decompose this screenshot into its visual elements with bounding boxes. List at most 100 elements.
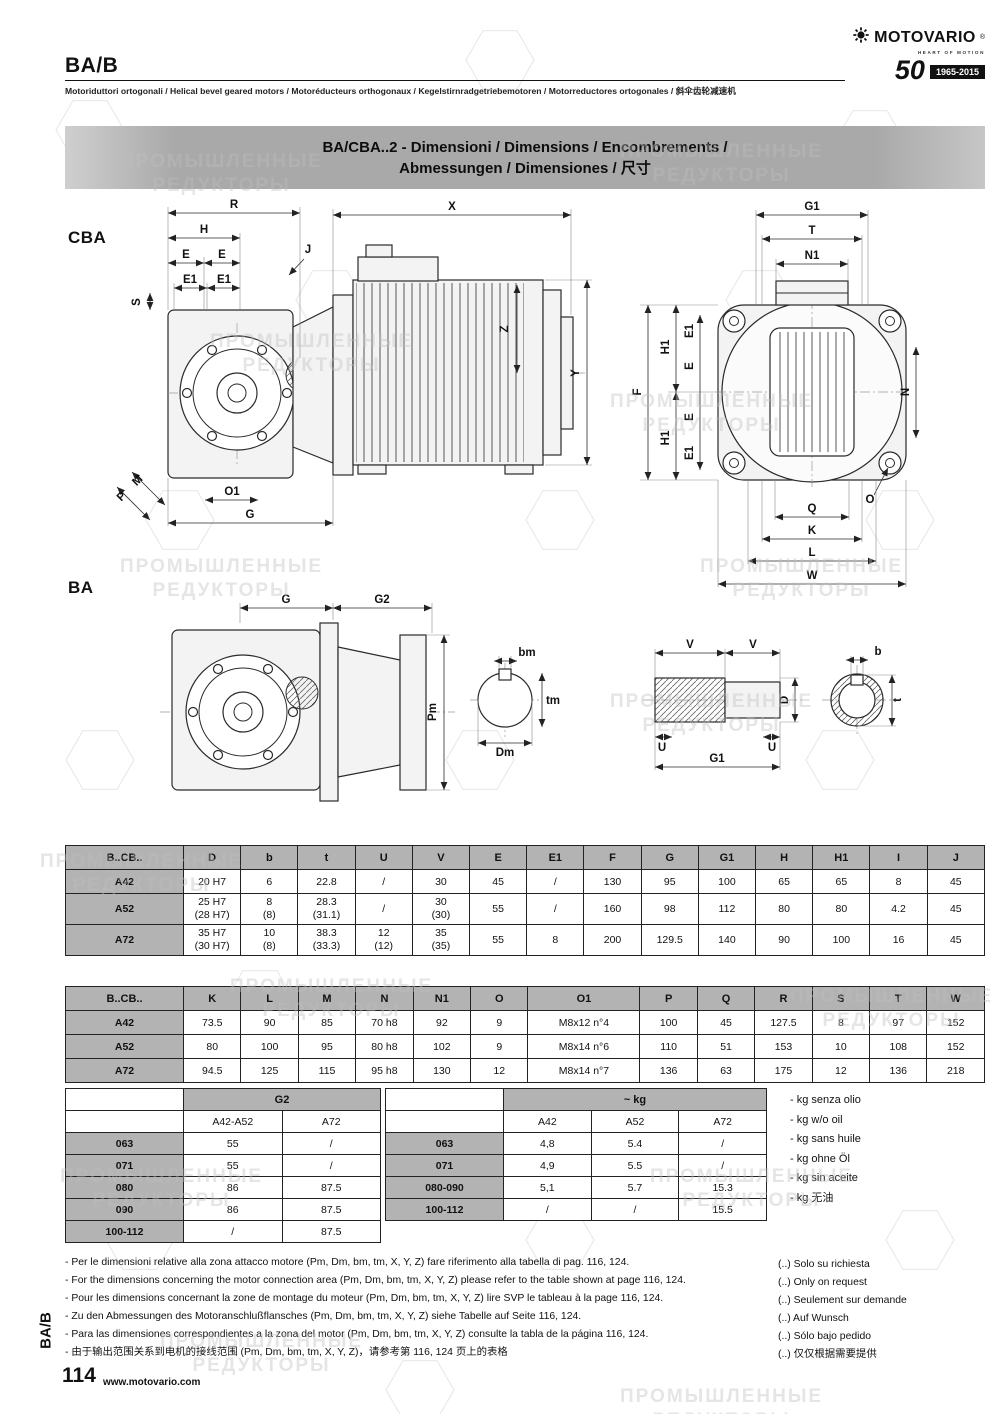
column-header: U — [354, 845, 413, 870]
table-cell: 73.5 — [182, 1010, 242, 1035]
table-cell: 65 — [755, 869, 814, 894]
cell-value-alt: (8) — [262, 940, 276, 952]
table-cell: 5.5 — [590, 1154, 680, 1177]
table-cell: 8 — [526, 924, 585, 956]
row-label: A42 — [65, 869, 184, 894]
row-label: 063 — [385, 1132, 504, 1155]
column-header: b — [240, 845, 299, 870]
dim-label-Y: Y — [570, 369, 582, 377]
dim-label-D: D — [779, 696, 791, 704]
table-cell: 98 — [640, 893, 699, 925]
kg-note-line: - kg sin aceite — [790, 1172, 858, 1184]
kg-note-line: - kg senza olio — [790, 1094, 861, 1106]
table-title: G2 — [183, 1088, 381, 1111]
column-header: H1 — [812, 845, 871, 870]
table-cell: 86 — [183, 1176, 283, 1199]
footnote-line: - Zu den Abmessungen des Motoranschlußfl… — [65, 1311, 582, 1322]
column-header: E — [469, 845, 528, 870]
dim-label-bm: bm — [518, 647, 535, 659]
cell-value-alt: (33.3) — [312, 940, 341, 952]
row-label: 063 — [65, 1132, 184, 1155]
column-header: H — [755, 845, 814, 870]
dim-label-U: U — [658, 742, 666, 754]
column-header: G1 — [697, 845, 757, 870]
motor-flange — [332, 294, 354, 476]
column-header: A72 — [678, 1110, 767, 1133]
registered-mark: ® — [979, 34, 985, 41]
ba-side-view — [160, 622, 455, 802]
table-cell: 90 — [240, 1010, 299, 1035]
dim-label-S: S — [131, 298, 143, 306]
brand-tagline: HEART OF MOTION — [917, 50, 985, 55]
dim-label-Z: Z — [499, 325, 511, 332]
dim-label-T: T — [808, 225, 815, 237]
dim-label-L: L — [808, 547, 815, 559]
table-cell: 94.5 — [182, 1058, 242, 1083]
table-cell: / — [526, 869, 585, 894]
dim-label-Q: Q — [808, 503, 817, 515]
request-note-line: (..) 仅仅根据需要提供 — [778, 1349, 877, 1360]
column-header: R — [754, 986, 813, 1011]
table-cell: 4,9 — [503, 1154, 592, 1177]
table-cell: 12 — [470, 1058, 529, 1083]
table-cell: 30 — [411, 869, 471, 894]
table-cell: 129.5 — [640, 924, 699, 956]
table-cell: / — [678, 1132, 767, 1155]
table-row: 100-112//15.5 — [385, 1198, 767, 1221]
cell-value: 10 — [263, 927, 276, 939]
table-cell: 45 — [696, 1010, 756, 1035]
table-cell: 20 H7 — [182, 869, 242, 894]
table-cell: 152 — [926, 1010, 985, 1035]
column-header: T — [869, 986, 928, 1011]
dim-label-J: J — [305, 244, 311, 256]
dim-label-H1: H1 — [660, 339, 672, 354]
table-cell: 125 — [240, 1058, 299, 1083]
dim-label-G: G — [246, 509, 255, 521]
table-cell: / — [281, 1154, 381, 1177]
cell-value: 38.3 — [316, 927, 337, 939]
row-label: A42 — [65, 1010, 184, 1035]
table-cell: 136 — [639, 1058, 698, 1083]
cba-view-heading: CBA — [68, 228, 107, 247]
table-cell: 70 h8 — [355, 1010, 414, 1035]
column-header: D — [182, 845, 242, 870]
table-cell: 102 — [412, 1034, 472, 1059]
table-cell: 63 — [696, 1058, 756, 1083]
motor-fins — [356, 283, 524, 462]
column-header: t — [297, 845, 356, 870]
dim-label-O1: O1 — [224, 486, 240, 498]
hollow-shaft-section: b t — [822, 646, 904, 735]
column-header: A72 — [281, 1110, 381, 1133]
dim-label-K: K — [808, 525, 817, 537]
table-cell: 140 — [697, 924, 757, 956]
table-cell: 87.5 — [281, 1220, 381, 1243]
row-label: A72 — [65, 924, 184, 956]
cell-value: 35 H7 — [198, 927, 227, 939]
anniversary-years: 1965-2015 — [929, 65, 985, 79]
output-shaft-hole — [216, 372, 258, 414]
dim-label-b: b — [874, 646, 881, 658]
table-cell: 35 H7(30 H7) — [182, 924, 242, 956]
dim-label-H1: H1 — [660, 430, 672, 445]
terminal-box — [357, 256, 439, 282]
anniversary-badge: 50 1965-2015 — [845, 57, 985, 84]
dim-label-H: H — [200, 224, 208, 236]
table-cell: 95 — [297, 1034, 357, 1059]
table-cell: 80 — [755, 893, 814, 925]
dim-label-N1: N1 — [805, 250, 820, 262]
table-cell: 80 — [182, 1034, 242, 1059]
table-cell: / — [183, 1220, 283, 1243]
row-label: 080 — [65, 1176, 184, 1199]
table-cell: 100 — [240, 1034, 299, 1059]
cba-side-dimensions: R H E E E1 E1 J S X Z Y M P — [115, 199, 592, 527]
table-cell: 97 — [869, 1010, 928, 1035]
motor-adapter-bell — [292, 306, 334, 464]
table-cell: 8 — [869, 869, 928, 894]
kg-note-line: - kg sans huile — [790, 1133, 861, 1145]
